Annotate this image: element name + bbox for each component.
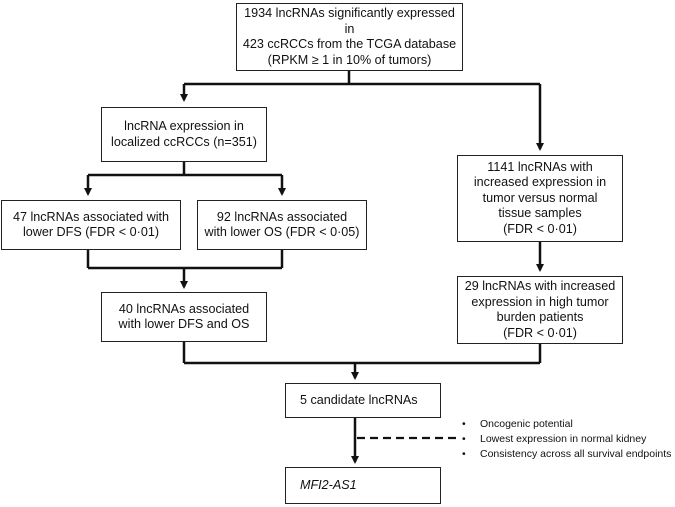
box-dfs-lncrnas-text: 47 lncRNAs associated with lower DFS (FD…	[12, 209, 170, 240]
box-lncrnas-tcga-text: 1934 lncRNAs significantly expressed in …	[242, 6, 457, 67]
box-high-tumor-burden-text: 29 lncRNAs with increased expression in …	[464, 279, 616, 340]
box-candidate-lncrnas: 5 candidate lncRNAs	[285, 383, 441, 418]
box-localized-ccrccs-text: lncRNA expression in localized ccRCCs (n…	[111, 119, 257, 149]
box-os-lncrnas: 92 lncRNAs associated with lower OS (FDR…	[197, 200, 367, 250]
box-dfs-os-lncrnas: 40 lncRNAs associated with lower DFS and…	[101, 292, 267, 342]
box-mfi2-as1-text: MFI2-AS1	[300, 477, 357, 492]
box-increased-expression: 1141 lncRNAs with increased expression i…	[457, 155, 623, 242]
box-mfi2-as1: MFI2-AS1	[285, 467, 441, 504]
criteria-item: Oncogenic potential	[462, 417, 671, 432]
selection-criteria-list: Oncogenic potential Lowest expression in…	[462, 417, 671, 462]
box-dfs-os-lncrnas-text: 40 lncRNAs associated with lower DFS and…	[118, 301, 250, 332]
box-candidate-lncrnas-text: 5 candidate lncRNAs	[300, 392, 418, 407]
box-increased-expression-text: 1141 lncRNAs with increased expression i…	[473, 159, 607, 236]
box-lncrnas-tcga: 1934 lncRNAs significantly expressed in …	[236, 3, 463, 71]
criteria-item: Consistency across all survival endpoint…	[462, 447, 671, 462]
criteria-item: Lowest expression in normal kidney	[462, 432, 671, 447]
box-os-lncrnas-text: 92 lncRNAs associated with lower OS (FDR…	[204, 209, 360, 240]
box-localized-ccrccs: lncRNA expression in localized ccRCCs (n…	[101, 107, 267, 162]
box-dfs-lncrnas: 47 lncRNAs associated with lower DFS (FD…	[1, 200, 181, 250]
box-high-tumor-burden: 29 lncRNAs with increased expression in …	[457, 276, 623, 344]
